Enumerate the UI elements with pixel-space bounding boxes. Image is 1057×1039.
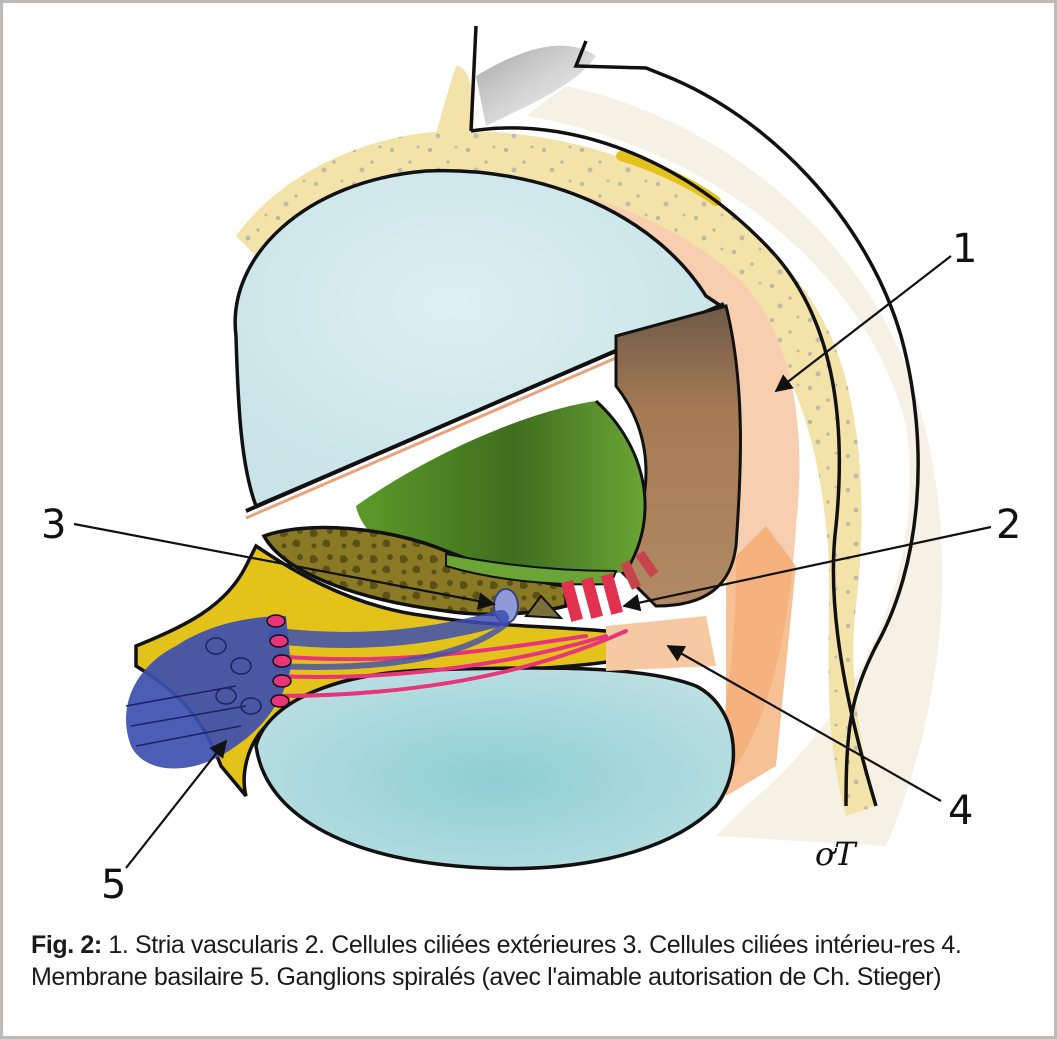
callout-4: 4 [948,788,974,834]
nerve-fibers [268,610,628,698]
caption-text: 1. Stria vascularis 2. Cellules ciliées … [31,931,962,991]
leader-1 [774,255,952,393]
leader-4 [666,645,942,802]
grey-smudge [476,45,596,126]
scala-tympani [254,666,736,871]
spiral-ganglion [126,616,291,769]
figure-caption: Fig. 2: 1. Stria vascularis 2. Cellules … [31,929,1041,993]
callout-1: 1 [952,226,978,272]
scala-vestibuli [233,168,725,509]
leader-lines [73,255,992,869]
leader-5 [125,739,228,869]
callout-5: 5 [101,862,127,908]
cochlea-illustration [73,25,992,871]
outer-hair-cells [561,550,659,622]
caption-label: Fig. 2: [31,931,102,959]
tunnel-of-corti [524,594,564,620]
ganglion-cells [266,614,292,708]
leader-3 [73,522,496,610]
callout-2: 2 [996,502,1022,548]
leader-2 [622,525,992,612]
scala-media [356,401,646,581]
stria-vascularis [614,304,742,608]
outer-bone-haze [526,86,943,846]
callout-3: 3 [41,502,67,548]
artist-signature: ơT [815,835,856,873]
